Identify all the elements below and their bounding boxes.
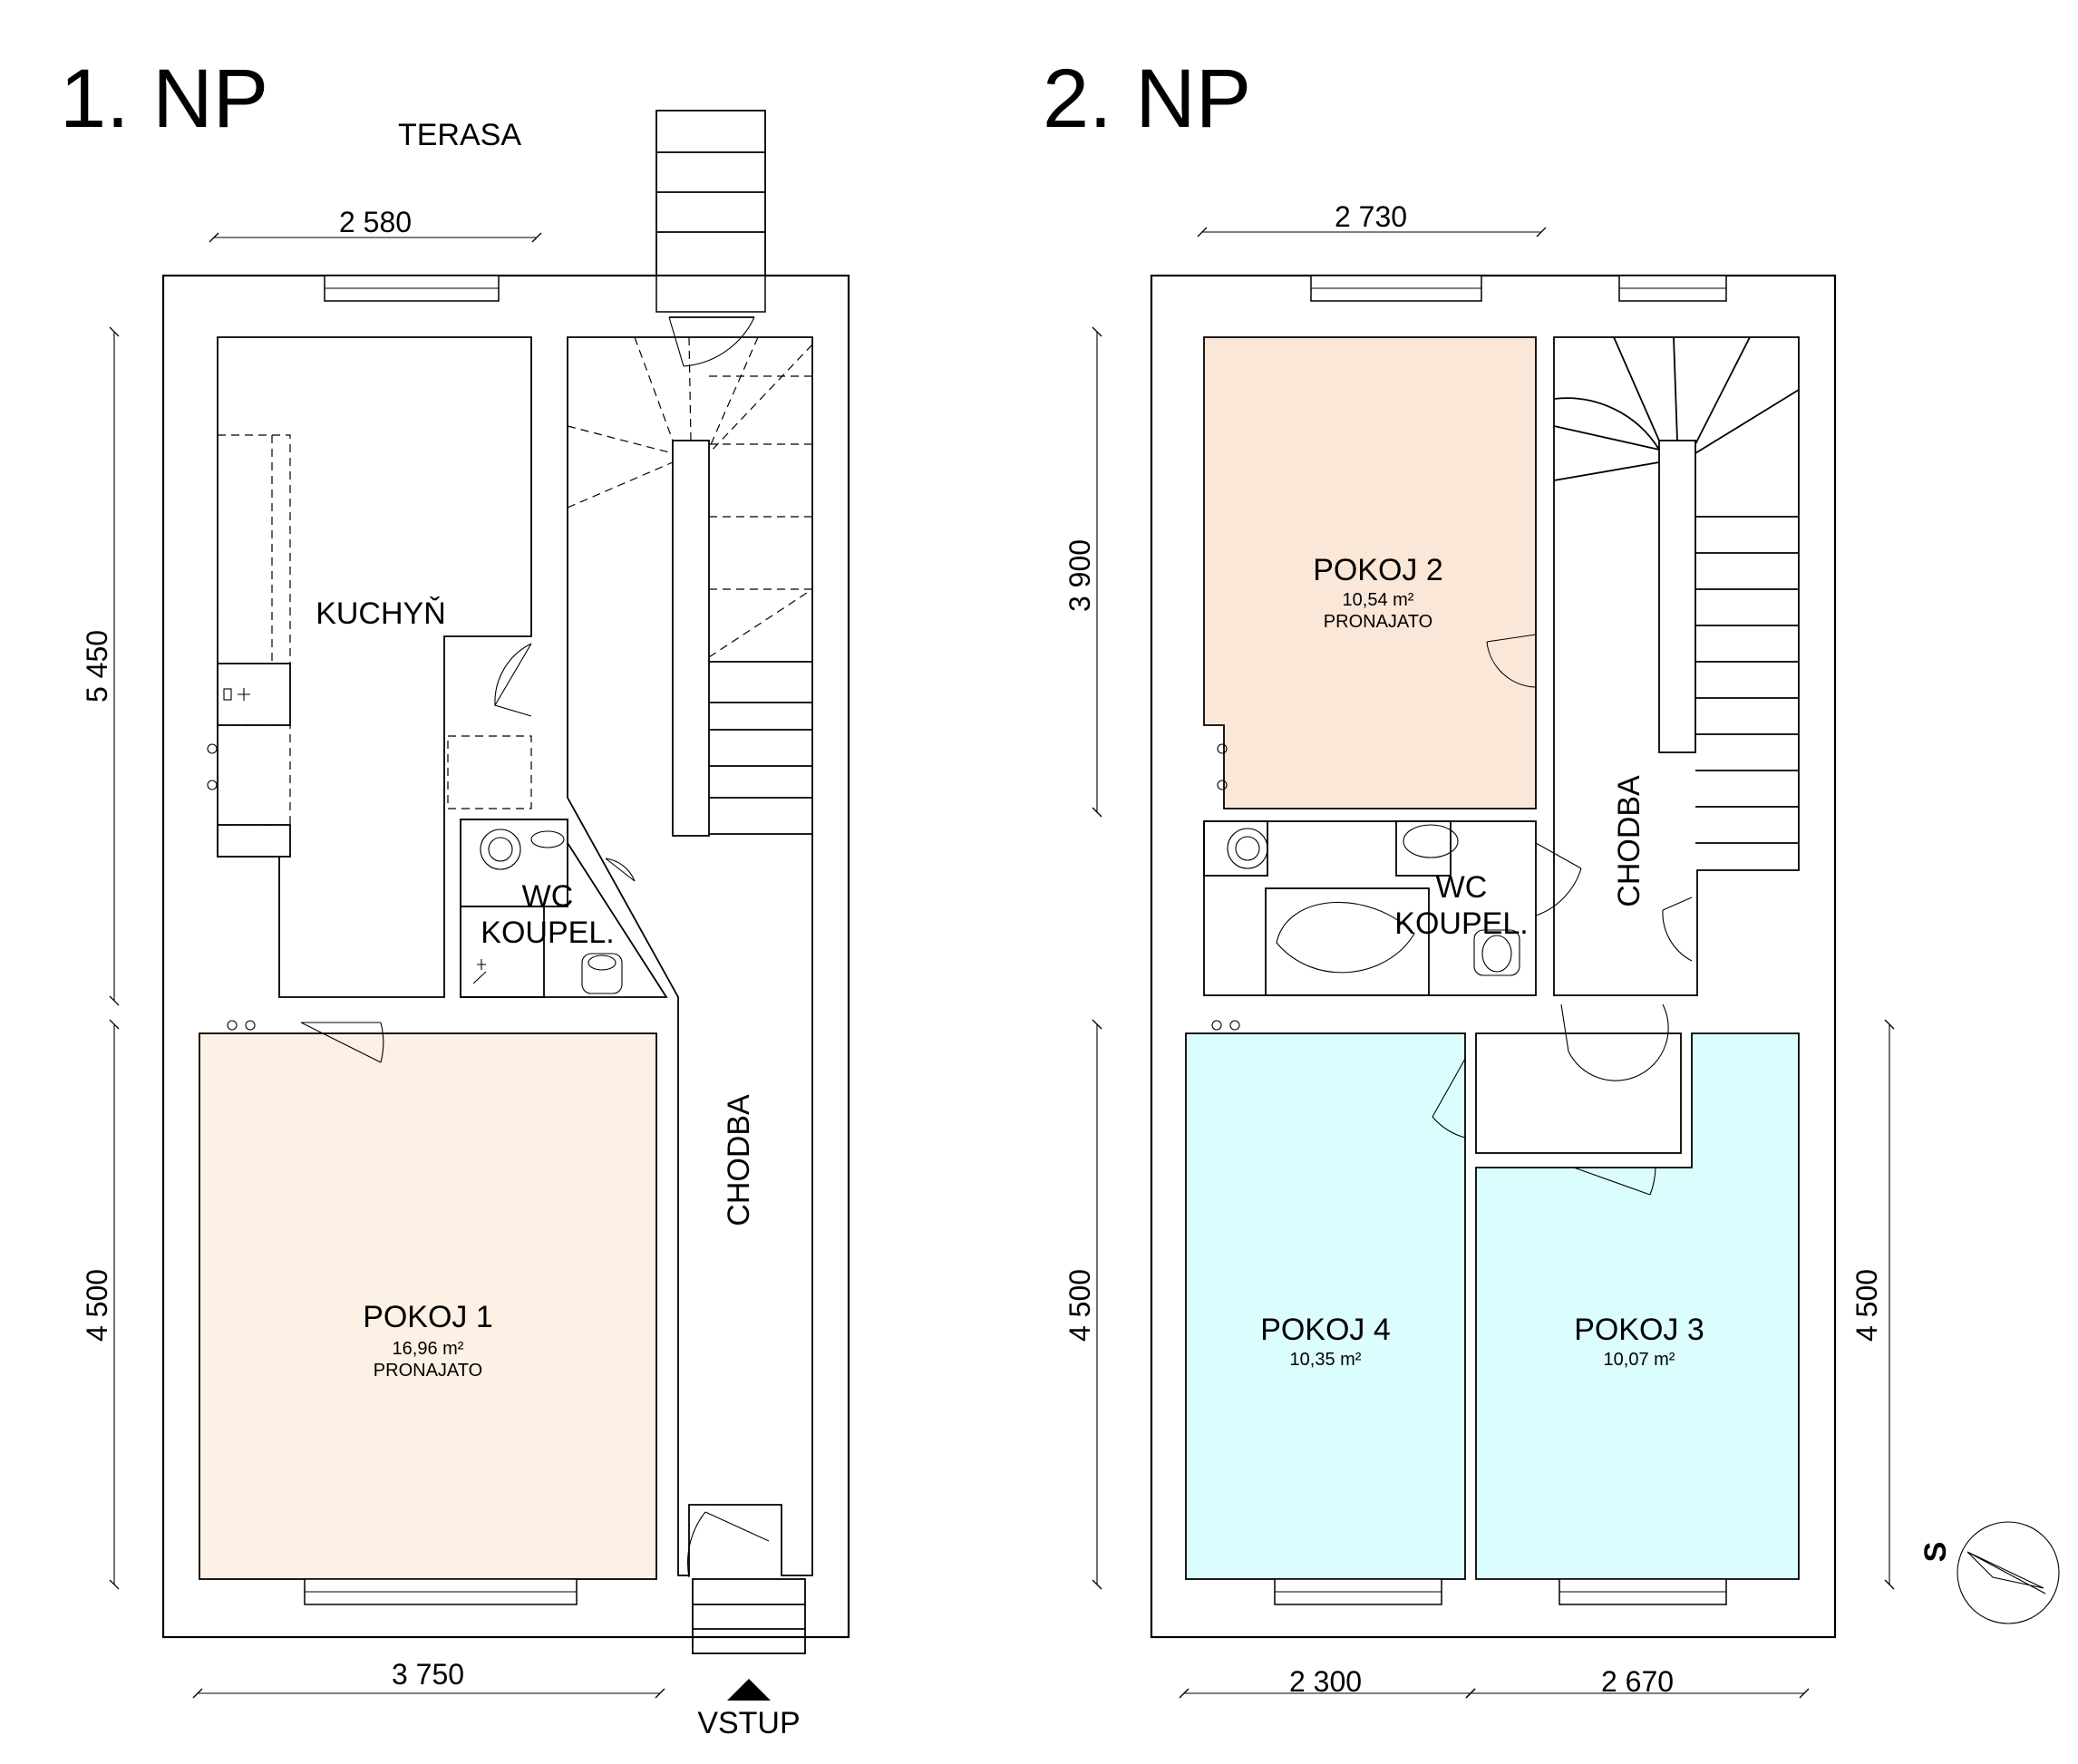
wc-2np-label-line1: WC [1436,870,1488,905]
dim-2np-left-lower: 4 500 [1063,1269,1096,1342]
room1-door [300,1022,384,1063]
dim-2np-top: 2 730 [1335,200,1407,233]
corridor-1np-label: CHODBA [722,1094,756,1226]
terrace-label: TERASA [398,118,521,152]
room1-label: POKOJ 1 [363,1300,493,1334]
room2-area-label: 10,54 m² [1343,590,1414,610]
kitchen-label: KUCHYŇ [316,596,446,631]
dim-1np-left-upper: 5 450 [81,630,113,703]
room2-label: POKOJ 2 [1313,553,1443,587]
room1-area-label: 16,96 m² [393,1339,464,1359]
wc-1np-label-line2: KOUPEL. [481,916,614,950]
entrance-door [687,1511,806,1654]
room1-area [199,1032,657,1580]
dim-2np-left-upper: 3 900 [1063,539,1096,612]
dim-2np-bottom-right: 2 670 [1601,1665,1674,1698]
entrance-label: VSTUP [697,1706,800,1740]
floor-1np-title: 1. NP [60,53,268,145]
room4-area-label: 10,35 m² [1290,1350,1362,1370]
dimensions-1np: 2 580 3 750 5 450 4 500 [81,206,665,1699]
kitchen-counter [207,434,532,858]
terrace-door-opening [655,275,766,313]
room1-status-label: PRONAJATO [374,1361,482,1381]
corridor-2np-label: CHODBA [1612,775,1646,907]
room2-area [1203,336,1537,809]
stair-2np [1553,336,1800,844]
dim-1np-top: 2 580 [339,206,412,238]
dim-2np-right: 4 500 [1850,1269,1883,1342]
compass-icon [1957,1521,2060,1624]
floor-2np: 2. NP [1043,53,1895,1699]
wc-1np-fixtures [460,819,636,998]
stair-1np [567,336,813,837]
room4-label: POKOJ 4 [1260,1313,1391,1347]
room4-area [1185,1032,1466,1580]
corridor-1np-area [567,336,813,1576]
kitchen-door [494,643,532,717]
corridor-2np-area [1553,336,1800,996]
room3-area [1475,1032,1800,1580]
dim-1np-bottom: 3 750 [392,1658,464,1691]
room3-label: POKOJ 3 [1574,1313,1704,1347]
dim-1np-left-lower: 4 500 [81,1269,113,1342]
wc-2np-label-line2: KOUPEL. [1394,906,1528,941]
north-compass: S [1918,1521,2060,1624]
floor-2np-title: 2. NP [1043,53,1251,145]
compass-label: S [1918,1542,1953,1563]
floor-1np: 1. NP TERASA [60,53,850,1740]
dim-2np-bottom-left: 2 300 [1289,1665,1362,1698]
wc-1np-label-line1: WC [522,879,574,914]
room3-area-label: 10,07 m² [1604,1350,1675,1370]
wc-2np-fixtures [1203,820,1520,996]
entrance-arrow-icon [727,1679,771,1701]
doors-2np [1432,634,1693,1196]
room2-status-label: PRONAJATO [1324,612,1432,632]
dimensions-2np: 2 730 3 900 4 500 4 500 2 300 2 670 [1063,200,1895,1699]
hall-2np-area [1475,1032,1682,1154]
terrace-steps [655,110,766,367]
